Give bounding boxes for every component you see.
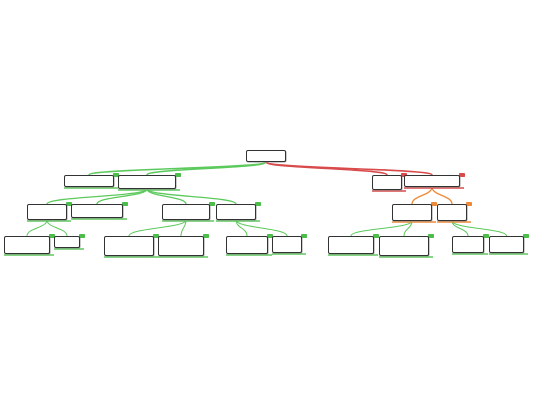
connector-root-l1d — [265, 161, 433, 176]
node-badge-l3i — [483, 234, 489, 238]
connector-l2c-l3d — [180, 219, 187, 237]
node-badge-l1b — [175, 173, 181, 177]
node-l3c[interactable] — [104, 236, 154, 256]
badge-layer — [4, 173, 529, 258]
node-l1c[interactable] — [372, 175, 402, 190]
connector-l1b-l2d — [146, 188, 237, 205]
node-l3f[interactable] — [272, 236, 302, 253]
node-badge-l3f — [301, 234, 307, 238]
connector-l2a-l3b — [46, 219, 68, 237]
node-badge-l3j — [523, 234, 529, 238]
connector-l2d-l3f — [235, 219, 288, 237]
connector-l1d-l2f — [431, 186, 453, 205]
node-root[interactable] — [246, 150, 286, 162]
node-badge-l1d — [459, 173, 465, 177]
connector-l1b-l2a — [46, 188, 148, 205]
connector-l2f-l3j — [451, 220, 507, 237]
node-badge-l2a — [66, 202, 72, 206]
node-badge-l2e — [431, 202, 437, 206]
node-l3h[interactable] — [379, 236, 429, 256]
node-l2f[interactable] — [437, 204, 467, 221]
node-l3d[interactable] — [158, 236, 204, 256]
node-l1b[interactable] — [118, 175, 176, 189]
node-l3b[interactable] — [54, 236, 80, 248]
connector-l2e-l3g — [350, 220, 413, 237]
node-badge-l2c — [209, 202, 215, 206]
node-l3i[interactable] — [452, 236, 484, 253]
node-l1d[interactable] — [404, 175, 460, 187]
node-badge-l1a — [113, 173, 119, 177]
node-l3a[interactable] — [4, 236, 50, 254]
node-l2a[interactable] — [27, 204, 67, 220]
node-badge-l2f — [466, 202, 472, 206]
node-l2d[interactable] — [216, 204, 256, 220]
node-badge-l3h — [428, 234, 434, 238]
node-l2e[interactable] — [392, 204, 432, 221]
connector-root-l1b — [146, 161, 267, 176]
node-l2b[interactable] — [71, 204, 123, 218]
node-badge-l2d — [255, 202, 261, 206]
node-badge-l3a — [49, 234, 55, 238]
node-badge-l3c — [153, 234, 159, 238]
connector-l2c-l3c — [128, 219, 187, 237]
node-badge-l3b — [79, 234, 85, 238]
node-badge-l2b — [122, 202, 128, 206]
node-badge-l3g — [373, 234, 379, 238]
node-l3g[interactable] — [328, 236, 374, 254]
connector-l2a-l3a — [26, 219, 48, 237]
node-badge-l3e — [267, 234, 273, 238]
connector-l1d-l2e — [411, 186, 433, 205]
node-l2c[interactable] — [162, 204, 210, 220]
node-badge-l3d — [203, 234, 209, 238]
node-l1a[interactable] — [64, 175, 114, 187]
connector-root-l1c — [265, 161, 388, 176]
node-l3j[interactable] — [489, 236, 524, 253]
connector-l1b-l2b — [96, 188, 148, 205]
connector-layer — [26, 161, 507, 237]
node-l3e[interactable] — [226, 236, 268, 254]
